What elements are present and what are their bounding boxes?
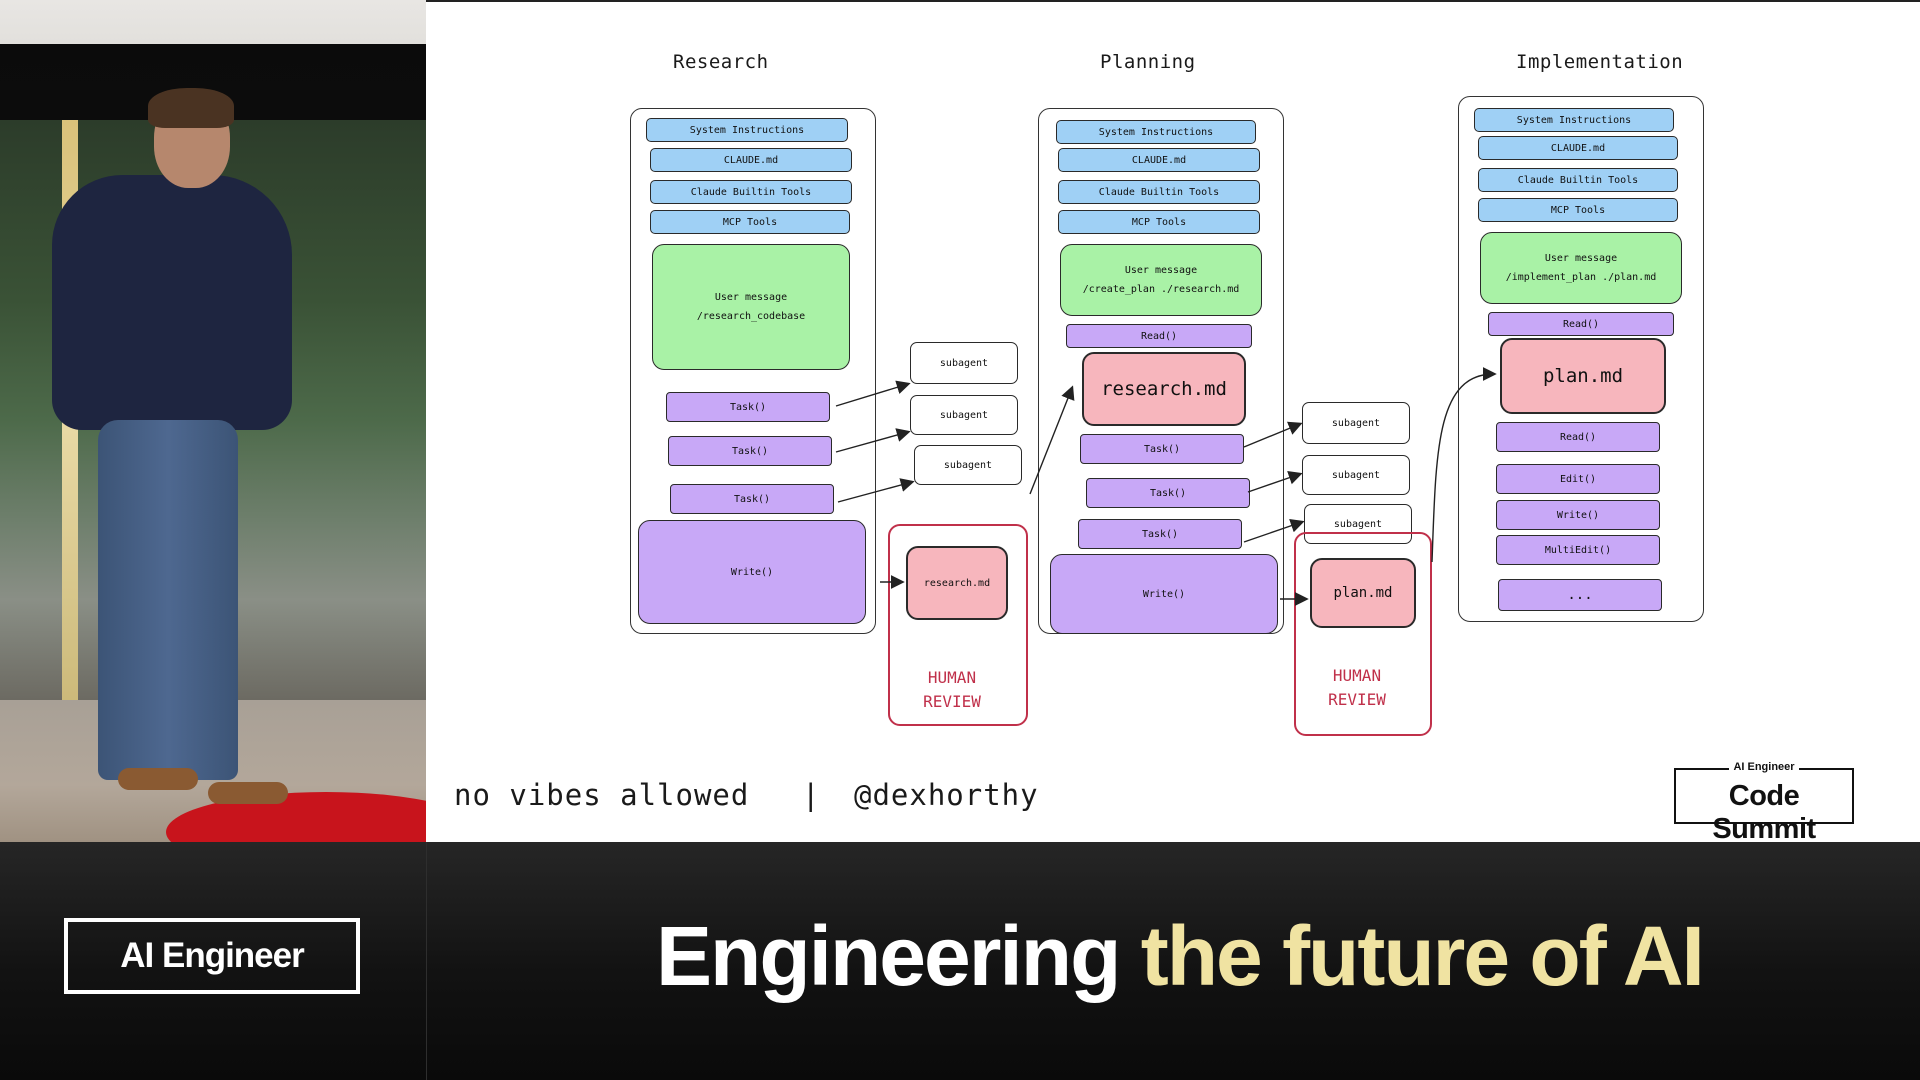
speaker-legs — [98, 420, 238, 780]
implementation-tool-write: Write() — [1496, 500, 1660, 530]
arrow-task-subagent — [1243, 519, 1305, 543]
research-user-message: User message /research_codebase — [652, 244, 850, 370]
implementation-builtin-tools: Claude Builtin Tools — [1478, 168, 1678, 192]
planning-output-doc: plan.md — [1310, 558, 1416, 628]
user-message-command: /implement_plan ./plan.md — [1505, 272, 1657, 283]
banner-divider — [426, 842, 427, 1080]
conference-banner: AI Engineer Engineering the future of AI — [0, 842, 1920, 1080]
implementation-read: Read() — [1488, 312, 1674, 336]
research-output-doc: research.md — [906, 546, 1008, 620]
research-task-2: Task() — [668, 436, 832, 466]
implementation-tool-multiedit: MultiEdit() — [1496, 535, 1660, 565]
research-subagent-1: subagent — [910, 342, 1018, 384]
planning-builtin-tools: Claude Builtin Tools — [1058, 180, 1260, 204]
planning-user-message: User message /create_plan ./research.md — [1060, 244, 1262, 316]
research-human-review-label: HUMAN REVIEW — [888, 666, 1016, 714]
arrow-research-to-planning — [1029, 385, 1075, 495]
ai-engineer-logo: AI Engineer — [64, 918, 360, 994]
arrow-task-subagent — [835, 380, 911, 407]
research-system-instructions: System Instructions — [646, 118, 848, 142]
planning-claude-md: CLAUDE.md — [1058, 148, 1260, 172]
speaker-hair — [148, 88, 234, 128]
implementation-user-message: User message /implement_plan ./plan.md — [1480, 232, 1682, 304]
research-subagent-2: subagent — [910, 395, 1018, 435]
research-task-3: Task() — [670, 484, 834, 514]
user-message-command: /research_codebase — [696, 311, 806, 322]
research-human-review-box — [888, 524, 1028, 726]
implementation-tool-more: ... — [1498, 579, 1662, 611]
user-message-label: User message — [714, 292, 788, 303]
arrow-task-subagent — [835, 428, 911, 453]
review-line-1: HUMAN — [1332, 666, 1382, 685]
implementation-mcp-tools: MCP Tools — [1478, 198, 1678, 222]
research-mcp-tools: MCP Tools — [650, 210, 850, 234]
planning-read: Read() — [1066, 324, 1252, 348]
tagline-white: Engineering — [656, 909, 1121, 1003]
implementation-system-instructions: System Instructions — [1474, 108, 1674, 132]
research-write: Write() — [638, 520, 866, 624]
speaker-video — [0, 0, 426, 842]
banner-tagline: Engineering the future of AI — [656, 908, 1705, 1005]
flow-arrows — [835, 367, 1497, 606]
speaker-shoe — [118, 768, 198, 790]
implementation-title: Implementation — [1516, 51, 1684, 73]
research-claude-md: CLAUDE.md — [650, 148, 852, 172]
review-line-1: HUMAN — [927, 668, 977, 687]
planning-task-3: Task() — [1078, 519, 1242, 549]
implementation-input-doc: plan.md — [1500, 338, 1666, 414]
planning-write: Write() — [1050, 554, 1278, 634]
review-line-2: REVIEW — [923, 692, 981, 711]
user-message-command: /create_plan ./research.md — [1082, 284, 1240, 295]
code-summit-logo-small-text: AI Engineer — [1729, 761, 1799, 773]
research-task-1: Task() — [666, 392, 830, 422]
speaker-shoe — [208, 782, 288, 804]
slide-tagline: no vibes allowed — [454, 778, 750, 812]
code-summit-logo-small: AI Engineer — [1676, 761, 1852, 773]
review-line-2: REVIEW — [1328, 690, 1386, 709]
implementation-claude-md: CLAUDE.md — [1478, 136, 1678, 160]
planning-human-review-box — [1294, 532, 1432, 736]
arrow-task-subagent — [1243, 421, 1303, 448]
planning-task-2: Task() — [1086, 478, 1250, 508]
slide-separator: | — [802, 778, 821, 812]
planning-system-instructions: System Instructions — [1056, 120, 1256, 144]
speaker-handle: @dexhorthy — [854, 778, 1039, 812]
code-summit-logo-big-text: Code Summit — [1712, 780, 1816, 845]
planning-input-doc: research.md — [1082, 352, 1246, 426]
planning-mcp-tools: MCP Tools — [1058, 210, 1260, 234]
implementation-tool-edit: Edit() — [1496, 464, 1660, 494]
arrow-planning-to-implementation — [1431, 367, 1497, 563]
planning-title: Planning — [1100, 51, 1196, 73]
arrow-task-subagent — [1247, 471, 1303, 493]
presentation-slide: Research Planning Implementation System … — [426, 0, 1920, 845]
planning-subagent-2: subagent — [1302, 455, 1410, 495]
research-title: Research — [673, 51, 769, 73]
arrow-task-subagent — [837, 478, 915, 503]
research-builtin-tools: Claude Builtin Tools — [650, 180, 852, 204]
user-message-label: User message — [1124, 265, 1198, 276]
research-subagent-3: subagent — [914, 445, 1022, 485]
implementation-tool-read: Read() — [1496, 422, 1660, 452]
tagline-yellow: the future of AI — [1140, 909, 1705, 1003]
code-summit-logo: AI Engineer Code Summit — [1674, 761, 1854, 845]
speaker-body — [52, 175, 292, 430]
user-message-label: User message — [1544, 253, 1618, 264]
planning-subagent-3: subagent — [1304, 504, 1412, 544]
planning-human-review-label: HUMAN REVIEW — [1294, 664, 1420, 712]
planning-task-1: Task() — [1080, 434, 1244, 464]
